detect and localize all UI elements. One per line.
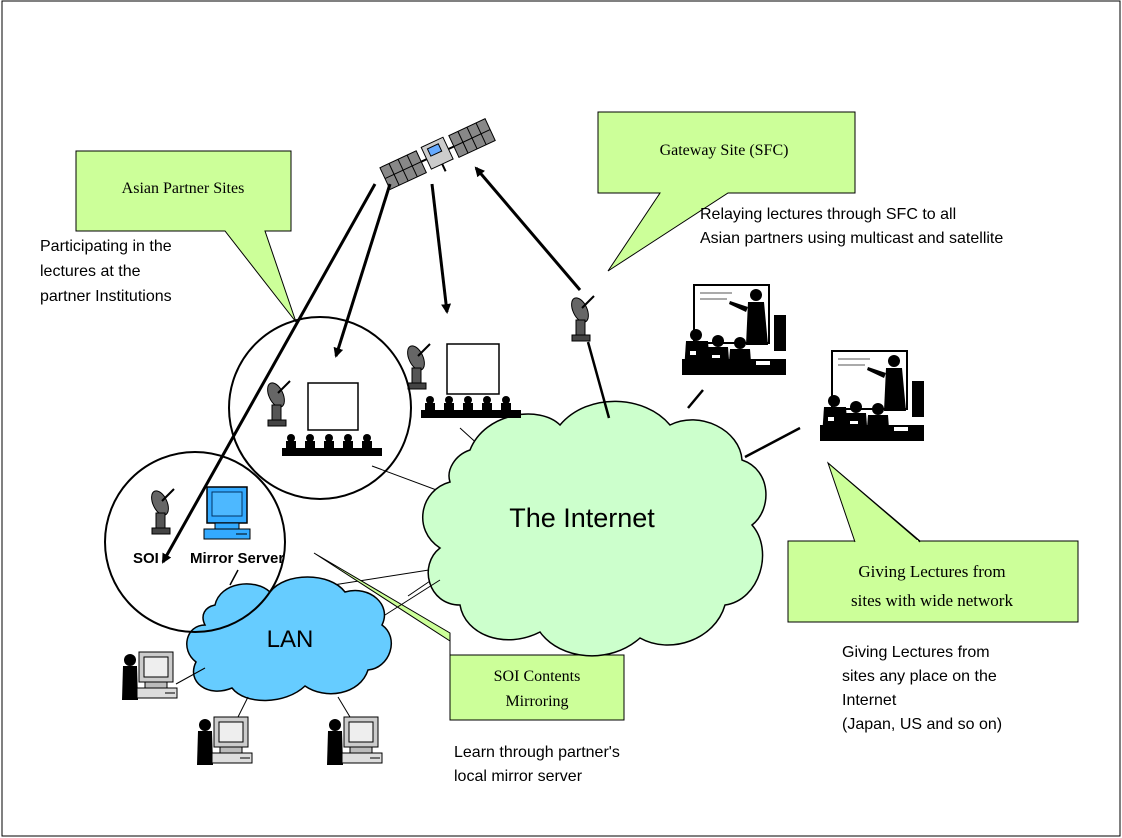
screen-icon bbox=[446, 343, 500, 395]
computer-icon bbox=[326, 716, 383, 766]
callout-gateway-text: Gateway Site (SFC) bbox=[660, 142, 789, 159]
note-relaying-line1: Relaying lectures through SFC to all bbox=[700, 206, 956, 223]
note-relaying: Relaying lectures through SFC to all Asi… bbox=[700, 206, 1003, 247]
lan-cloud-label: LAN bbox=[267, 626, 314, 653]
note-participating-line2: lectures at the bbox=[40, 263, 141, 280]
note-participating: Participating in the lectures at the par… bbox=[40, 238, 172, 305]
callout-giving-lectures: Giving Lectures from sites with wide net… bbox=[787, 461, 1079, 623]
note-learn: Learn through partner's local mirror ser… bbox=[454, 744, 620, 785]
note-giving-line3: Internet bbox=[842, 692, 897, 709]
server-lan-link bbox=[229, 569, 239, 586]
soi-mirror-site: SOI Mirror Server bbox=[104, 451, 286, 633]
note-learn-line1: Learn through partner's bbox=[454, 744, 620, 761]
note-giving-line1: Giving Lectures from bbox=[842, 644, 990, 661]
soi-label: SOI bbox=[133, 550, 159, 567]
callout-soi-mirroring: SOI Contents Mirroring bbox=[313, 552, 625, 721]
screen-icon bbox=[307, 382, 359, 431]
callout-giving-line1: Giving Lectures from bbox=[858, 562, 1005, 581]
thick-links bbox=[586, 341, 801, 459]
callout-asian-partner-text: Asian Partner Sites bbox=[122, 180, 245, 197]
note-giving-line4: (Japan, US and so on) bbox=[842, 716, 1002, 733]
lan-internet-link bbox=[384, 579, 441, 616]
satellite-icon bbox=[379, 118, 496, 191]
mirror-server-label: Mirror Server bbox=[190, 550, 284, 567]
workstation-icon bbox=[203, 486, 251, 540]
soi-site-circle bbox=[104, 451, 286, 633]
note-giving-line2: sites any place on the bbox=[842, 668, 997, 685]
callout-soi-line2: Mirroring bbox=[505, 693, 568, 710]
partner-site-1 bbox=[228, 316, 412, 500]
internet-cloud-label: The Internet bbox=[509, 503, 655, 533]
note-relaying-line2: Asian partners using multicast and satel… bbox=[700, 230, 1003, 247]
callout-giving-line2: sites with wide network bbox=[851, 591, 1013, 610]
computer-icon bbox=[196, 716, 253, 766]
note-participating-line3: partner Institutions bbox=[40, 288, 172, 305]
lan-cloud: LAN bbox=[186, 576, 393, 702]
computer-icon bbox=[121, 651, 178, 701]
internet-cloud: The Internet bbox=[422, 400, 767, 657]
signal-arrows bbox=[161, 166, 582, 564]
partner-site-circle bbox=[228, 316, 412, 500]
note-participating-line1: Participating in the bbox=[40, 238, 172, 255]
note-giving-any: Giving Lectures from sites any place on … bbox=[842, 644, 1002, 733]
lan-links bbox=[175, 667, 351, 718]
callout-soi-line1: SOI Contents bbox=[494, 668, 581, 685]
callout-gateway: Gateway Site (SFC) bbox=[597, 111, 856, 272]
partner-site-2 bbox=[403, 342, 521, 418]
callout-asian-partner: Asian Partner Sites bbox=[75, 150, 297, 323]
note-learn-line2: local mirror server bbox=[454, 768, 583, 785]
